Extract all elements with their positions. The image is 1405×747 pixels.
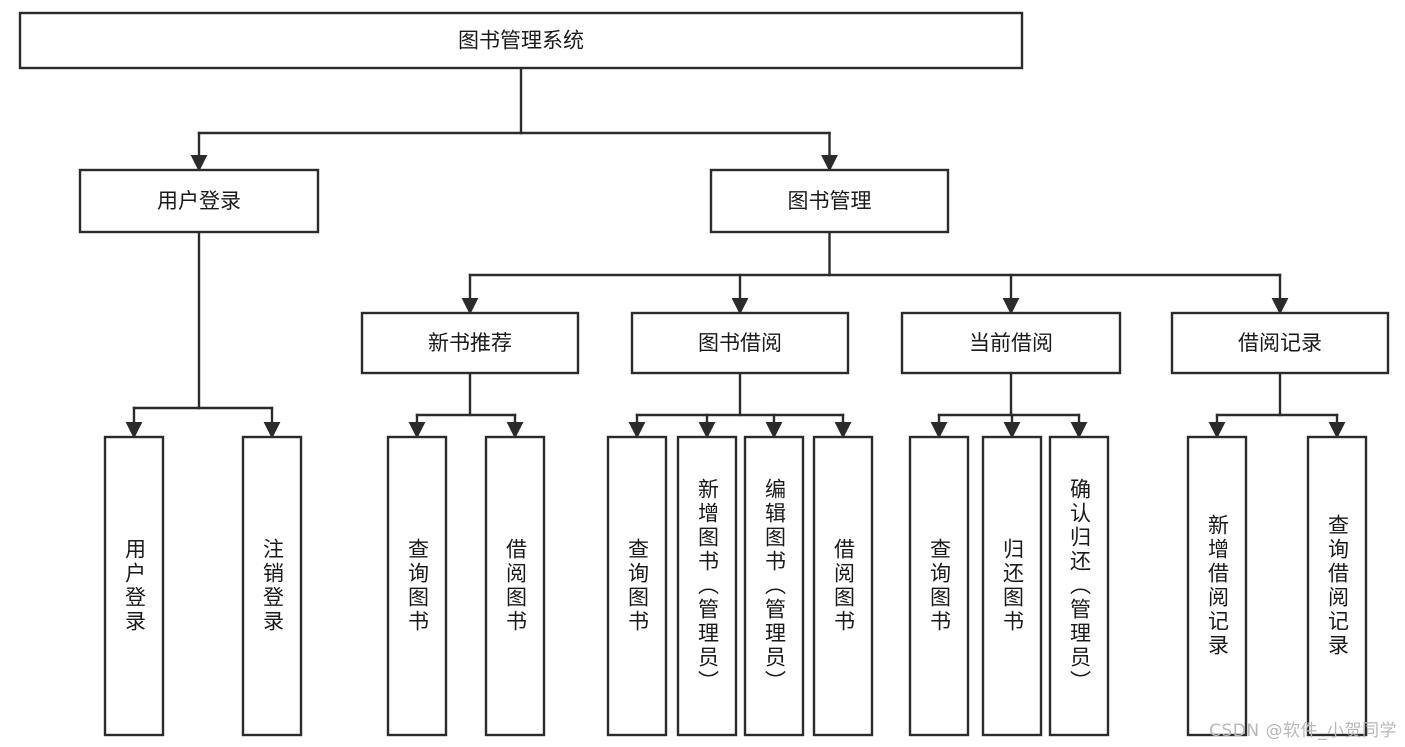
leaf-box-12-查询借阅记录[interactable]	[1306, 435, 1368, 737]
leaf-box-11-新增借阅记录[interactable]	[1186, 435, 1248, 737]
leaf-box-3-借阅图书[interactable]	[484, 435, 546, 737]
leaf-box-1-注销登录[interactable]	[241, 435, 303, 737]
node-box-当前借阅[interactable]	[900, 311, 1122, 375]
leaf-box-6-编辑图书管理员[interactable]	[743, 435, 805, 737]
node-box-图书借阅[interactable]	[630, 311, 850, 375]
node-box-借阅记录[interactable]	[1170, 311, 1390, 375]
leaf-box-2-查询图书[interactable]	[386, 435, 448, 737]
node-box-root[interactable]	[18, 11, 1024, 70]
connectors-layer	[125, 66, 1346, 439]
node-label-图书借阅: 图书借阅	[698, 331, 782, 355]
node-box-图书管理[interactable]	[709, 168, 950, 234]
node-label-借阅记录: 借阅记录	[1238, 331, 1322, 355]
leaf-box-9-归还图书[interactable]	[981, 435, 1043, 737]
node-label-root: 图书管理系统	[458, 29, 584, 53]
node-box-用户登录[interactable]	[78, 168, 320, 234]
node-label-用户登录: 用户登录	[157, 189, 241, 213]
leaf-box-10-确认归还管理员[interactable]	[1048, 435, 1110, 737]
node-boxes-layer	[18, 11, 1390, 737]
node-label-新书推荐: 新书推荐	[428, 331, 512, 355]
leaf-box-8-查询图书[interactable]	[908, 435, 970, 737]
leaf-box-0-用户登录[interactable]	[103, 435, 165, 737]
node-label-图书管理: 图书管理	[788, 189, 872, 213]
leaf-box-5-新增图书管理员[interactable]	[676, 435, 738, 737]
csdn-watermark: CSDN @软件_小贺同学	[1209, 721, 1397, 741]
leaf-box-7-借阅图书[interactable]	[812, 435, 874, 737]
node-box-新书推荐[interactable]	[360, 311, 580, 375]
leaf-box-4-查询图书[interactable]	[606, 435, 668, 737]
node-label-当前借阅: 当前借阅	[969, 331, 1053, 355]
